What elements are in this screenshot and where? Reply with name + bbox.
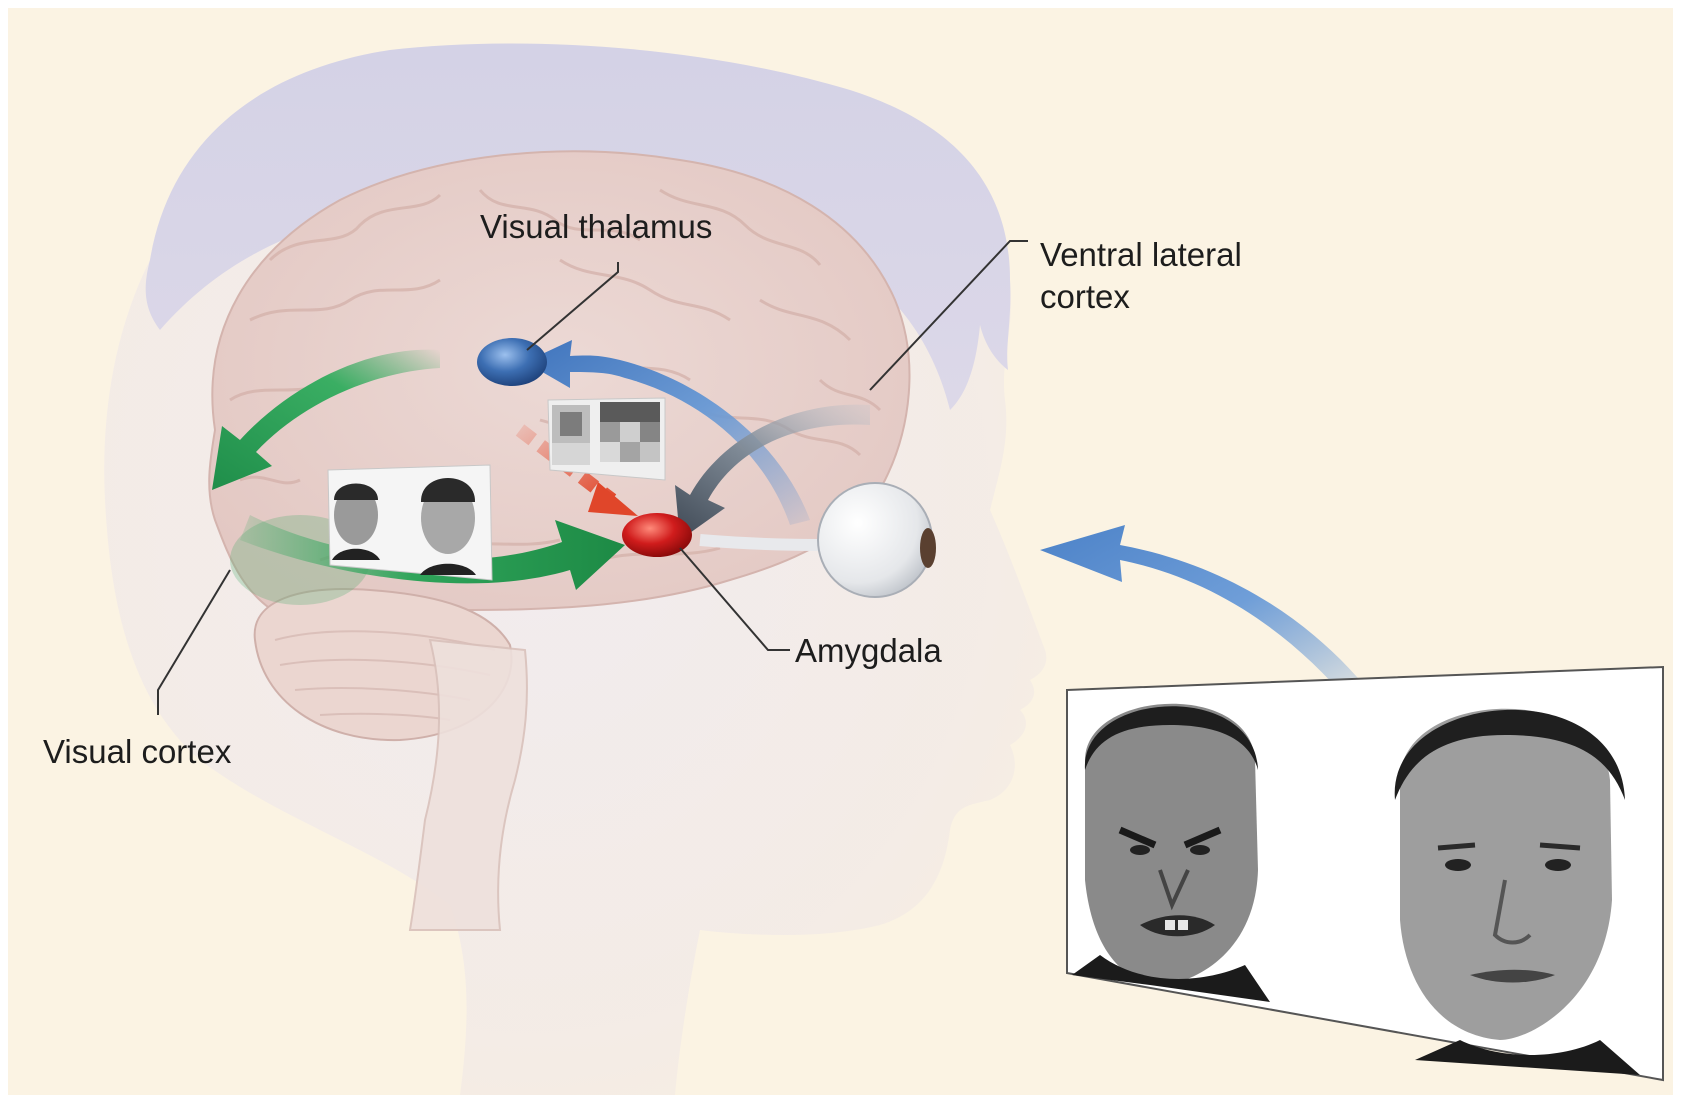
optic-nerve	[700, 540, 835, 545]
visual-thalamus-label: Visual thalamus	[480, 206, 712, 248]
ventral-lateral-cortex-label-line-2: cortex	[1040, 278, 1130, 315]
ventral-lateral-cortex-label: Ventral lateral cortex	[1040, 234, 1242, 318]
brain-masked-face-card	[548, 398, 665, 480]
visual-thalamus-node	[477, 338, 547, 386]
visual-cortex-label: Visual cortex	[43, 731, 231, 773]
ventral-lateral-cortex-label-line-1: Ventral lateral	[1040, 236, 1242, 273]
amygdala-label: Amygdala	[795, 630, 942, 672]
brain-face-card	[328, 465, 492, 580]
pupil	[920, 528, 936, 568]
